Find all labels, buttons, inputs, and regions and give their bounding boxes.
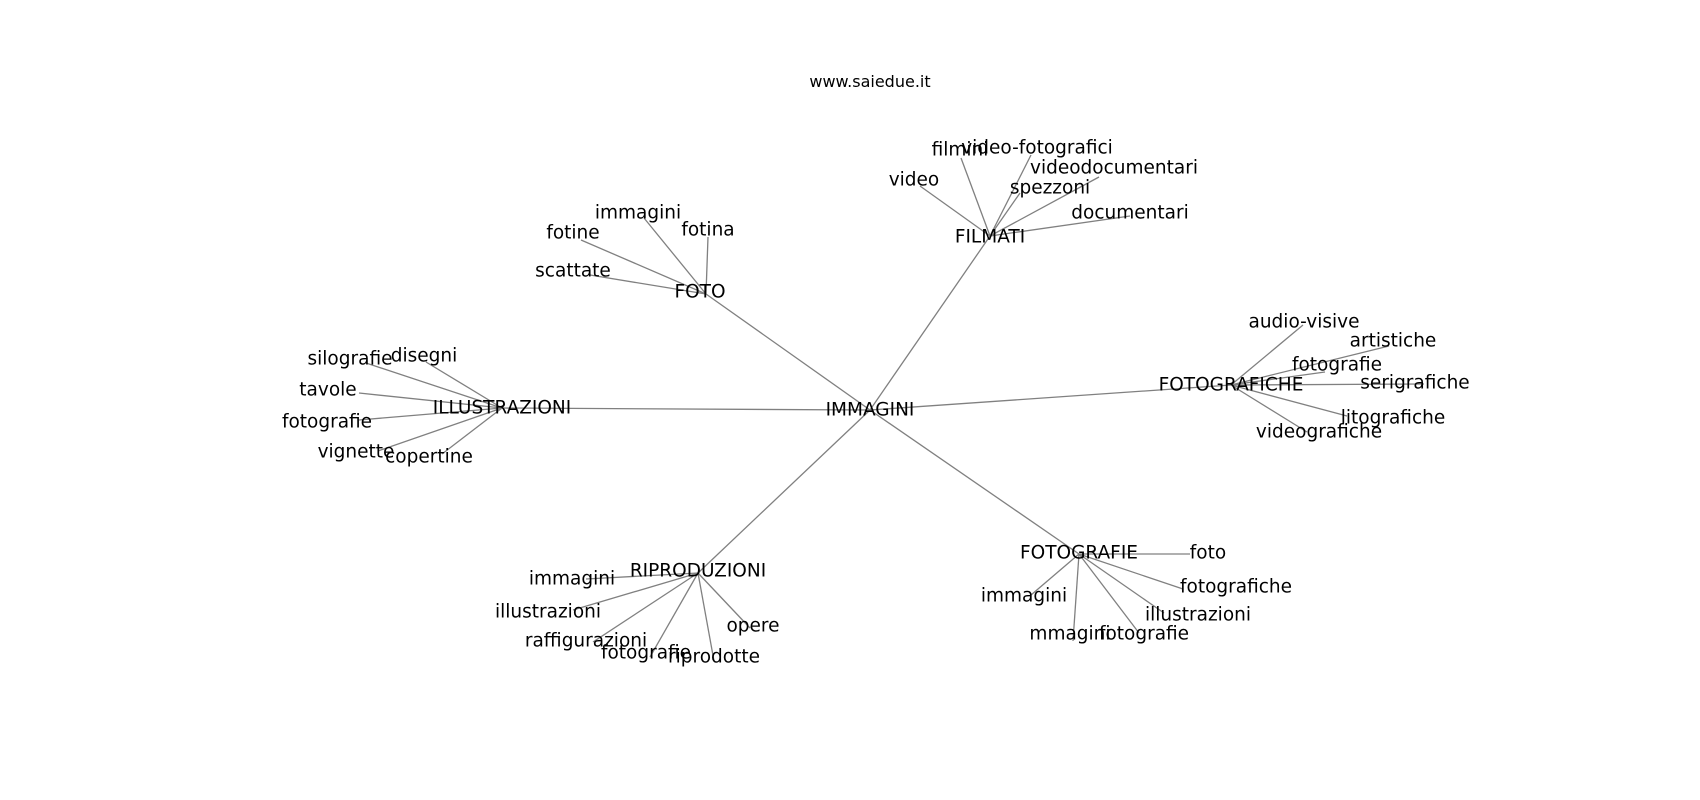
edge-hub-to-leaf xyxy=(365,362,503,409)
edge-hub-to-leaf xyxy=(649,572,699,658)
edge-center-to-hub xyxy=(869,409,1080,555)
leaf-node-label: fotografiche xyxy=(1180,577,1292,598)
leaf-node-label: litografiche xyxy=(1341,408,1445,429)
leaf-node-label: immagini xyxy=(595,203,681,224)
edge-center-to-hub xyxy=(705,293,871,411)
graph-labels: IMMAGINIFILMATIfilminivideo-fotograficiv… xyxy=(282,138,1470,668)
leaf-node-label: video-fotografici xyxy=(961,138,1113,159)
edge-hub-to-leaf xyxy=(989,215,1131,237)
leaf-node-label: serigrafiche xyxy=(1360,373,1469,394)
edge-hub-to-leaf xyxy=(425,361,503,409)
edge-hub-to-leaf xyxy=(580,239,707,295)
hub-node-label: FOTOGRAFICHE xyxy=(1159,375,1304,396)
edge-hub-to-leaf xyxy=(589,274,707,295)
leaf-node-label: filmini xyxy=(932,140,989,161)
edge-hub-to-leaf xyxy=(1230,384,1308,433)
leaf-node-label: silografie xyxy=(308,349,393,370)
edge-hub-to-leaf xyxy=(358,407,503,421)
edge-hub-to-leaf xyxy=(377,407,503,452)
edge-center-to-hub xyxy=(697,409,871,574)
leaf-node-label: tavole xyxy=(299,380,356,401)
edge-hub-to-leaf xyxy=(643,217,707,295)
leaf-node-label: illustrazioni xyxy=(1145,605,1251,626)
leaf-node-label: opere xyxy=(726,616,779,637)
leaf-node-label: illustrazioni xyxy=(495,602,601,623)
leaf-node-label: immagini xyxy=(981,586,1067,607)
edge-hub-to-leaf xyxy=(919,185,991,237)
edge-hub-to-leaf xyxy=(697,572,715,662)
leaf-node-label: videodocumentari xyxy=(1030,158,1198,179)
edge-hub-to-leaf xyxy=(1230,383,1425,386)
leaf-node-label: fotografie xyxy=(282,412,372,433)
edge-hub-to-leaf xyxy=(1078,553,1184,590)
leaf-node-label: video xyxy=(889,170,940,191)
leaf-node-label: disegni xyxy=(391,346,458,367)
edge-hub-to-leaf xyxy=(1078,553,1165,614)
page-title: www.saiedue.it xyxy=(809,72,931,91)
leaf-node-label: fotina xyxy=(681,220,734,241)
edge-center-to-hub xyxy=(869,235,991,411)
edge-hub-to-leaf xyxy=(441,407,503,455)
leaf-node-label: spezzoni xyxy=(1010,178,1090,199)
edge-hub-to-leaf xyxy=(705,236,709,295)
hub-node-label: RIPRODUZIONI xyxy=(630,561,766,582)
edge-hub-to-leaf xyxy=(1230,371,1326,386)
edge-center-to-hub xyxy=(869,384,1232,411)
leaf-node-label: fotine xyxy=(546,223,599,244)
leaf-node-label: raffigurazioni xyxy=(525,631,647,652)
hub-node-label: FILMATI xyxy=(955,227,1025,248)
edge-hub-to-leaf xyxy=(585,572,699,580)
edge-hub-to-leaf xyxy=(572,572,699,611)
edge-hub-to-leaf xyxy=(989,154,1032,237)
graph-edges xyxy=(358,154,1425,662)
edge-hub-to-leaf xyxy=(592,572,699,643)
edge-hub-to-leaf xyxy=(1230,324,1304,386)
leaf-node-label: audio-visive xyxy=(1249,312,1360,333)
hub-node-label: FOTOGRAFIE xyxy=(1020,543,1138,564)
edge-hub-to-leaf xyxy=(1230,345,1390,386)
leaf-node-label: fotografie xyxy=(601,643,691,664)
edge-hub-to-leaf xyxy=(989,192,1021,237)
leaf-node-label: copertine xyxy=(385,447,473,468)
hub-node-label: ILLUSTRAZIONI xyxy=(433,398,571,419)
leaf-node-label: fotografie xyxy=(1099,624,1189,645)
leaf-node-label: foto xyxy=(1190,543,1226,564)
edge-hub-to-leaf xyxy=(1230,384,1348,417)
edge-hub-to-leaf xyxy=(1030,553,1080,596)
edge-hub-to-leaf xyxy=(1078,553,1140,634)
edge-hub-to-leaf xyxy=(989,176,1100,237)
leaf-node-label: vignette xyxy=(318,442,395,463)
leaf-node-label: videografiche xyxy=(1256,422,1382,443)
leaf-node-label: mmagini xyxy=(1029,624,1110,645)
leaf-node-label: scattate xyxy=(535,261,611,282)
hub-node-label: FOTO xyxy=(674,282,725,303)
leaf-node-label: immagini xyxy=(529,569,615,590)
edge-hub-to-leaf xyxy=(960,157,991,237)
leaf-node-label: artistiche xyxy=(1350,331,1437,352)
edge-center-to-hub xyxy=(501,407,871,411)
leaf-node-label: documentari xyxy=(1071,203,1188,224)
edge-hub-to-leaf xyxy=(358,392,503,409)
leaf-node-label: riprodotte xyxy=(668,647,760,668)
edge-hub-to-leaf xyxy=(1072,553,1080,642)
leaf-node-label: fotografie xyxy=(1292,355,1382,376)
center-node-label: IMMAGINI xyxy=(826,400,915,421)
edge-hub-to-leaf xyxy=(697,572,751,629)
